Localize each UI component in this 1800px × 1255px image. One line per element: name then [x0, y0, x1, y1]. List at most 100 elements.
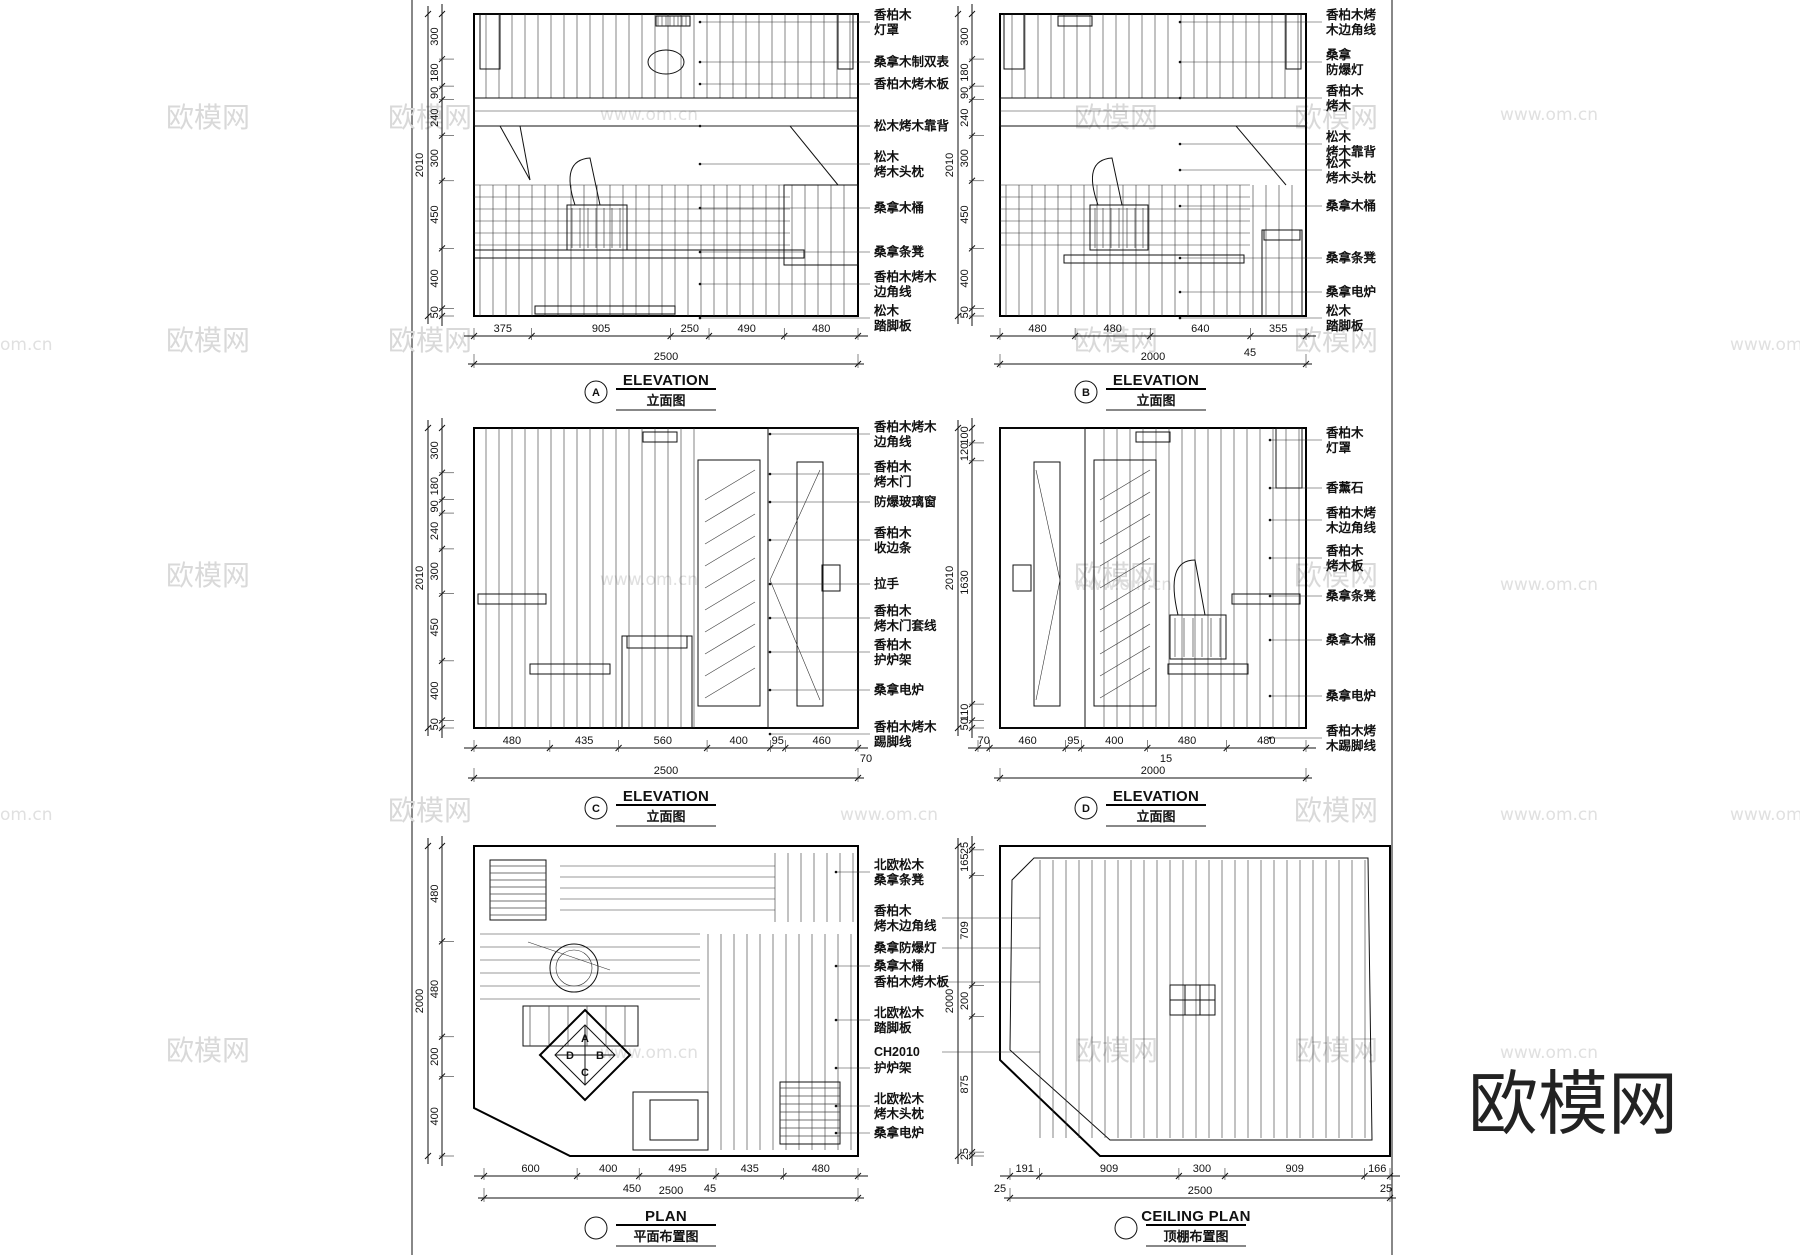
glass-hatch [1099, 623, 1151, 655]
glass-hatch [1099, 557, 1151, 589]
glass-hatch [704, 623, 756, 655]
dim-value: 50 [429, 306, 441, 318]
dim-value: 300 [959, 149, 971, 167]
view-key-letter: B [1082, 387, 1090, 399]
dim-value: 25 [994, 1183, 1006, 1195]
headrest-slats [779, 1081, 841, 1145]
dim-value: 90 [429, 87, 441, 99]
material-label: 防爆玻璃窗 [874, 494, 937, 509]
leader-dot [1178, 60, 1182, 64]
material-label: 烤木头枕 [874, 1106, 925, 1121]
material-label: 松木 [874, 149, 900, 164]
glass-hatch [1099, 601, 1151, 633]
view-key-circle [1074, 796, 1098, 820]
clock-icon [647, 49, 685, 75]
bench-top [1063, 254, 1245, 264]
view-key-letter: C [592, 803, 600, 815]
dim-total: 2010 [414, 153, 426, 177]
leader-dot [1178, 168, 1182, 172]
dim-value: 45 [704, 1183, 716, 1195]
view-key-circle [1074, 380, 1098, 404]
dim-value: 400 [429, 682, 441, 700]
material-label: 桑拿条凳 [873, 872, 925, 887]
dim-value: 70 [978, 735, 990, 747]
material-label: 边角线 [873, 284, 912, 299]
dim-tick [954, 1152, 962, 1160]
backrest-band [999, 97, 1307, 127]
watermark-text: 欧模网 [388, 794, 472, 827]
watermark-text: 欧模网 [1294, 559, 1378, 592]
material-label: 桑拿防爆灯 [873, 940, 937, 955]
dim-value: 400 [429, 269, 441, 287]
material-label: 香柏木烤木 [873, 269, 937, 284]
view-subtitle: 顶棚布置图 [1163, 1229, 1228, 1244]
watermark-text: 欧模网 [1294, 101, 1378, 134]
material-label: 木踢脚线 [1325, 738, 1377, 753]
door-handle [1012, 564, 1032, 592]
material-label: 踏脚板 [874, 318, 912, 333]
dim-tick [954, 424, 962, 432]
section-key-letter: C [581, 1067, 589, 1079]
dim-value: 355 [1269, 323, 1287, 335]
material-label: 踏脚板 [1326, 318, 1364, 333]
material-label: 桑拿木制双表 [873, 54, 950, 69]
ceiling-inner [1009, 857, 1373, 1141]
dim-total: 2010 [414, 566, 426, 590]
dim-value: 300 [429, 27, 441, 45]
material-label: 桑拿条凳 [1325, 588, 1377, 603]
material-label: 桑拿条凳 [1325, 250, 1377, 265]
dim-value: 300 [1193, 1163, 1211, 1175]
material-label: 烤木头枕 [874, 164, 925, 179]
glass-hatch [704, 601, 756, 633]
leader-dot [768, 538, 772, 542]
sauna-heater [621, 635, 693, 729]
material-label: 香柏木 [873, 7, 912, 22]
lamp-cover-left [1003, 13, 1025, 70]
material-label: 北欧松木 [874, 1091, 925, 1106]
watermark-text: 欧模网 [1294, 324, 1378, 357]
material-label: 边角线 [873, 434, 912, 449]
section-key-diamond [538, 1008, 632, 1102]
door-swing [1035, 579, 1061, 701]
watermark-url: www.om.cn [1500, 105, 1598, 125]
dim-value: 480 [429, 885, 441, 903]
dim-value: 400 [1105, 735, 1123, 747]
leader-dot [698, 162, 702, 166]
dim-value: 450 [429, 205, 441, 223]
dim-value: 250 [681, 323, 699, 335]
leader-dot [1178, 20, 1182, 24]
material-label: 木边角线 [1325, 22, 1377, 37]
material-label: 香柏木烤木 [873, 419, 937, 434]
leader-dot [768, 432, 772, 436]
glass-window [697, 459, 761, 707]
material-label: 松木 [874, 303, 900, 318]
glass-hatch [704, 469, 756, 501]
view-key-circle [1114, 1216, 1138, 1240]
dim-value: 90 [959, 87, 971, 99]
dim-value: 45 [1244, 347, 1256, 359]
dim-value: 50 [429, 718, 441, 730]
watermark-url: www.om.cn [1074, 575, 1172, 595]
leader-dot [1268, 594, 1272, 598]
dim-value: 905 [592, 323, 610, 335]
dim-value: 240 [429, 108, 441, 126]
section-key-letter: A [581, 1033, 589, 1045]
dim-value: 480 [1104, 323, 1122, 335]
leader-dot [768, 650, 772, 654]
dim-tick [438, 842, 446, 850]
leader-dot [1268, 694, 1272, 698]
watermark-url: www.om.cn [1500, 805, 1598, 825]
dim-total: 2010 [944, 566, 956, 590]
door-glass [1033, 461, 1061, 707]
glass-hatch [1099, 491, 1151, 523]
dim-value: 480 [812, 323, 830, 335]
leader-dot [1268, 486, 1272, 490]
material-label: 香柏木烤 [1325, 723, 1377, 738]
sauna-heater-plan [649, 1099, 699, 1141]
glass-hatch [704, 557, 756, 589]
watermark-text: 欧模网 [388, 101, 472, 134]
door-swing [1035, 469, 1061, 581]
